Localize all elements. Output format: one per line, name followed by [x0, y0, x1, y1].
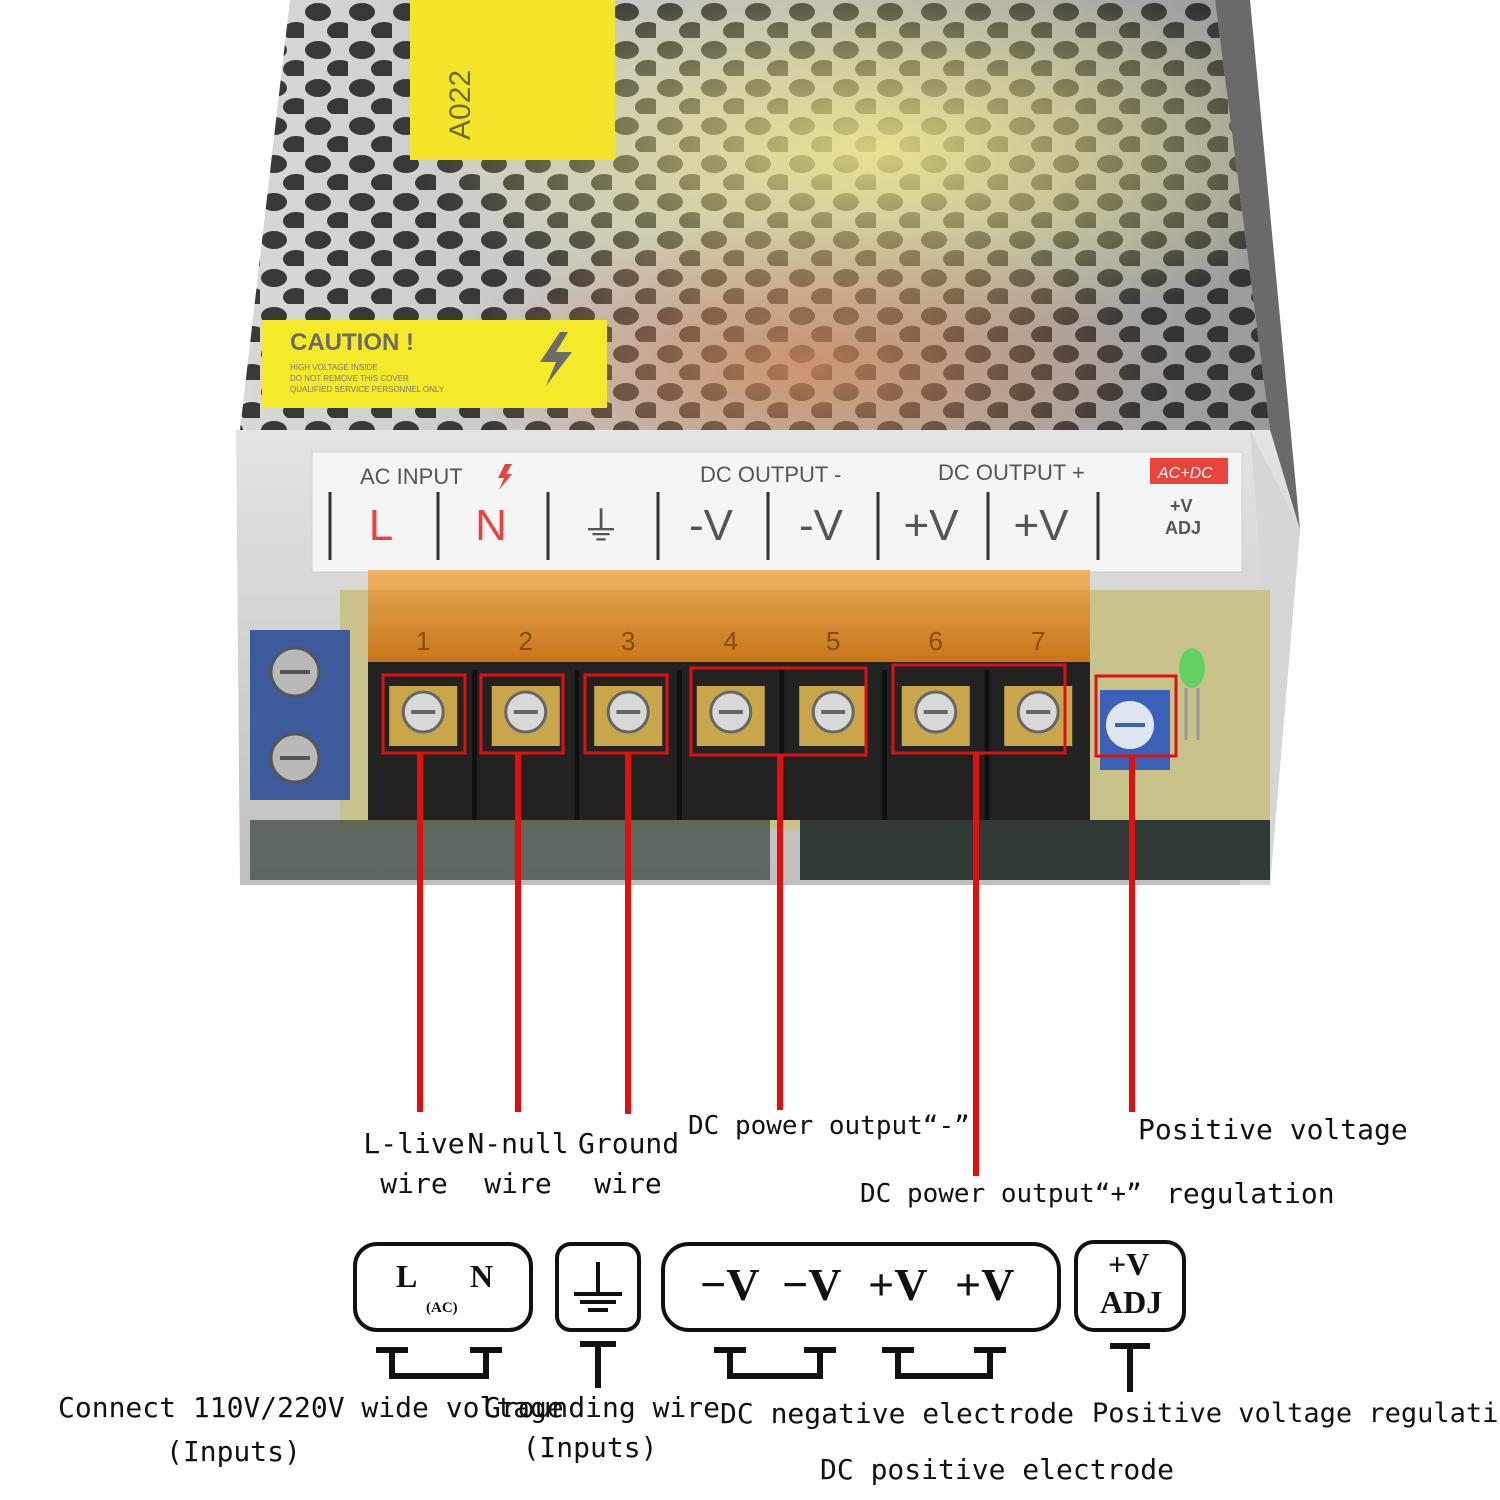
terminal-cells: L N ⏚ -V -V +V +V — [328, 492, 1100, 560]
label-dc-power-output-neg: DC power output“-” — [688, 1111, 970, 1141]
bottom-label-grounding: Grounding wire (Inputs) — [484, 1388, 721, 1468]
label-ground-wire: Ground wire — [578, 1124, 680, 1204]
terminal-label-1: L — [369, 501, 393, 550]
caution-title: CAUTION ! — [290, 329, 414, 356]
bracket-dc-neg — [727, 1350, 823, 1379]
terminal-label-plate: AC INPUT DC OUTPUT - DC OUTPUT + AC+DC L… — [311, 451, 1243, 573]
power-led — [1179, 648, 1205, 740]
header-ac-input: AC INPUT — [360, 464, 463, 489]
bottom-label-ac-line1: Connect 110V/220V wide voltage — [58, 1391, 564, 1424]
adj-label-top: +V — [1170, 496, 1193, 516]
caution-sticker: CAUTION ! HIGH VOLTAGE INSIDE DO NOT REM… — [262, 320, 607, 408]
header-badge: AC+DC — [1157, 465, 1213, 482]
schematic-symbols — [353, 1240, 1186, 1392]
label-null-line1: N-null — [467, 1127, 569, 1160]
adj-box — [1074, 1240, 1186, 1332]
label-live-wire: L-live wire — [362, 1124, 466, 1204]
label-positive-voltage-regulation: Positive voltage regulation — [1138, 1110, 1408, 1214]
terminal-number-6: 6 — [929, 626, 943, 656]
highlight-terminal-1 — [381, 673, 467, 755]
symbol-ac-sub: (AC) — [426, 1300, 458, 1316]
terminal-label-6: +V — [903, 501, 959, 550]
terminal-numbers: 1 2 3 4 5 6 7 — [416, 626, 1045, 656]
terminal-number-7: 7 — [1031, 626, 1045, 656]
sticker-text: A022 — [444, 70, 477, 140]
dc-output-box — [661, 1242, 1061, 1332]
bracket-dc-pos — [895, 1350, 993, 1379]
caution-line-3: QUALIFIED SERVICE PERSONNEL ONLY — [290, 385, 445, 394]
label-null-line2: wire — [484, 1167, 552, 1200]
rating-sticker: A022 — [410, 0, 615, 160]
symbol-dc-2: −V — [782, 1259, 842, 1310]
schematic-brackets — [376, 1341, 1150, 1392]
terminal-number-1: 1 — [416, 626, 430, 656]
label-ground-line2: wire — [594, 1167, 662, 1200]
label-pos-reg-line1: Positive voltage — [1138, 1113, 1408, 1146]
bottom-label-ac: Connect 110V/220V wide voltage (Inputs) — [58, 1388, 564, 1472]
terminal-screws — [389, 670, 1073, 820]
terminal-number-4: 4 — [724, 626, 738, 656]
header-dc-output-pos: DC OUTPUT + — [938, 460, 1085, 485]
bottom-label-ac-line2: (Inputs) — [166, 1435, 301, 1468]
chassis-ground-screws — [250, 630, 350, 800]
callout-lines-lower — [417, 880, 1135, 1176]
caution-line-2: DO NOT REMOVE THIS COVER — [290, 374, 409, 383]
adj-label-bottom: ADJ — [1165, 518, 1201, 538]
terminal-label-5: -V — [799, 501, 844, 550]
terminal-label-3: ⏚ — [581, 505, 621, 549]
lightning-small-icon — [498, 464, 512, 490]
label-ground-line1: Ground — [578, 1127, 680, 1160]
symbol-ac-l: L — [396, 1258, 418, 1294]
power-supply-photo: A022 CAUTION ! HIGH VOLTAGE INSIDE DO NO… — [236, 0, 1300, 900]
highlight-adj — [1094, 674, 1178, 758]
callout-lines — [417, 753, 1135, 900]
lightning-icon — [540, 332, 572, 386]
header-dc-output-neg: DC OUTPUT - — [700, 462, 841, 487]
terminal-number-2: 2 — [519, 626, 533, 656]
symbol-dc-3: +V — [868, 1259, 928, 1310]
symbol-adj-bottom: ADJ — [1100, 1284, 1163, 1320]
label-live-line2: wire — [380, 1167, 448, 1200]
symbol-dc-1: −V — [700, 1259, 760, 1310]
bottom-label-grounding-line1: Grounding wire — [484, 1391, 721, 1424]
terminal-label-7: +V — [1013, 501, 1069, 550]
bottom-label-adj: Positive voltage regulation — [1092, 1398, 1500, 1429]
highlight-terminal-2 — [479, 673, 565, 755]
terminal-label-4: -V — [689, 501, 734, 550]
label-live-line1: L-live — [363, 1127, 465, 1160]
bottom-label-dc-positive: DC positive electrode — [820, 1453, 1175, 1486]
ground-symbol-icon — [574, 1262, 622, 1312]
label-null-wire: N-null wire — [466, 1124, 570, 1204]
bottom-label-grounding-line2: (Inputs) — [522, 1431, 658, 1464]
terminal-number-3: 3 — [621, 626, 635, 656]
terminal-label-2: N — [475, 501, 507, 550]
terminal-number-5: 5 — [826, 626, 840, 656]
label-pos-reg-line2: regulation — [1166, 1177, 1335, 1210]
ground-box — [555, 1242, 641, 1332]
bottom-label-dc-negative: DC negative electrode — [720, 1397, 1075, 1430]
caution-line-1: HIGH VOLTAGE INSIDE — [290, 363, 378, 372]
symbol-ac-n: N — [470, 1258, 494, 1294]
label-dc-power-output-pos: DC power output“+” — [860, 1179, 1142, 1209]
ac-input-box — [353, 1242, 533, 1332]
bracket-ac — [389, 1350, 489, 1379]
terminal-block: 1 2 3 4 5 6 7 — [368, 570, 1090, 820]
symbol-adj-top: +V — [1108, 1246, 1150, 1282]
symbol-dc-4: +V — [955, 1259, 1015, 1310]
